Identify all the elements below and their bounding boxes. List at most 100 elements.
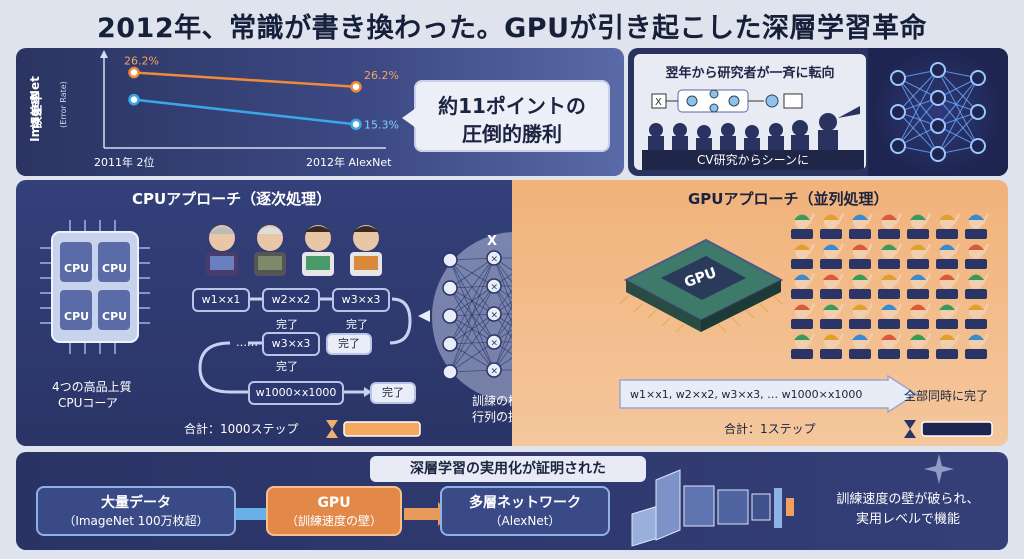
core-node [442,336,458,352]
callout-box: 約11ポイントの 圧倒的勝利 [402,80,610,152]
done-label-2: 完了 [346,318,368,331]
sequential-flow-arrows [198,294,412,397]
gpu-total: 合計：1ステップ [724,422,816,436]
gpu-title: GPUアプローチ（並列処理） [688,190,889,208]
gpu-worker-desk [820,349,842,359]
gpu-parallel-arrow [619,374,918,414]
gpu-worker-desk [907,289,929,299]
gpu-worker-arm [808,303,815,315]
gpu-workers-illustration [791,213,989,359]
net-edge [937,97,979,147]
gpu-worker-hat [968,334,984,340]
gpu-worker-hat [910,274,926,280]
gpu-worker-desk [820,229,842,239]
core-input-arrow [418,310,430,322]
net-node [970,70,986,86]
gpu-worker-hat [939,334,955,340]
network-box-sub: （AlexNet） [489,514,561,528]
gpu-worker-desk [820,259,842,269]
step-1000: w1000×x1000 [248,381,344,405]
gpu-worker-arm [895,303,902,315]
cpu-core-3: CPU [64,310,90,323]
done-badge-1: 完了 [326,333,372,355]
step-2: w2×x2 [262,288,320,312]
data-point-1-1 [128,66,140,79]
gpu-worker-hat [823,304,839,310]
gpu-worker-arm [982,333,989,345]
net-edge [937,111,979,155]
svg-text:X: X [655,97,662,108]
gpu-box-title: GPU [317,495,351,511]
shift-illustration: 翌年から研究者が一斉に転向 X C [634,54,866,170]
core-node [442,280,458,296]
cpu-core-1: CPU [64,262,90,275]
gpu-worker-desk [820,319,842,329]
cpu-core-2: CPU [102,262,128,275]
net-edge [897,77,939,155]
gpu-worker-hat [881,214,897,220]
x-vector-label: X [487,234,498,249]
gpu-chip-icon [619,238,784,333]
gpu-worker-arm [837,333,844,345]
core-node [486,250,502,266]
gpu-worker-desk [820,289,842,299]
network-box: 多層ネットワーク （AlexNet） [440,486,610,536]
callout-line-2: 圧倒的勝利 [462,122,562,146]
gpu-worker-hat [881,244,897,250]
gpu-worker-desk [878,319,900,329]
gpu-worker-desk [878,349,900,359]
gpu-worker-desk [936,319,958,329]
gpu-worker-arm [808,273,815,285]
core-node [442,252,458,268]
net-node [930,62,946,78]
gpu-worker-arm [982,303,989,315]
net-node [970,104,986,120]
data-box: 大量データ （ImageNet 100万枚超） [36,486,236,536]
core-edge [449,257,495,317]
gpu-box-sub: （訓練速度の壁） [285,514,382,528]
gpu-worker-arm [953,243,960,255]
net-edge [937,69,979,147]
gpu-worker-hat [794,214,810,220]
step-3: w3×x3 [332,288,390,312]
core-edge [449,313,495,373]
gpu-worker-desk [849,259,871,269]
gpu-worker-desk [907,319,929,329]
gpu-worker-hat [823,244,839,250]
gpu-worker-hat [852,274,868,280]
core-edge [449,257,495,289]
gpu-worker-desk [965,229,987,239]
step-1: w1×x1 [192,288,250,312]
gpu-worker-desk [849,349,871,359]
neural-network-graphic [868,48,1008,176]
multiply-icon: × [491,283,499,293]
gpu-worker-arm [924,213,931,225]
gpu-worker-hat [910,304,926,310]
net-node [890,138,906,154]
net-node [970,138,986,154]
gpu-worker-hat [794,334,810,340]
multiply-icon: × [491,367,499,377]
callout-pointer [402,108,416,128]
done-label-1: 完了 [276,318,298,331]
data-box-sub: （ImageNet 100万枚超） [63,514,209,528]
gpu-worker-desk [936,289,958,299]
gpu-worker-desk [791,349,813,359]
data-label-1-1: 26.2% [124,55,159,68]
net-node [890,104,906,120]
gpu-worker-desk [849,229,871,239]
error-rate-panel: ImageNet 誤差率 (Error Rate) 26.2%26.2%15.3… [16,48,624,176]
gpu-worker-hat [881,334,897,340]
alexnet-architecture-graphic [631,469,794,547]
done-label-3: 完了 [276,360,298,373]
net-node [890,70,906,86]
gpu-worker-hat [794,304,810,310]
net-edge [937,77,979,127]
gpu-worker-hat [852,214,868,220]
gpu-worker-hat [881,304,897,310]
gpu-worker-arm [866,273,873,285]
data-point-1-2 [350,81,362,93]
gpu-worker-desk [791,319,813,329]
gpu-worker-hat [910,244,926,250]
research-flow-diagram: X [648,89,860,150]
